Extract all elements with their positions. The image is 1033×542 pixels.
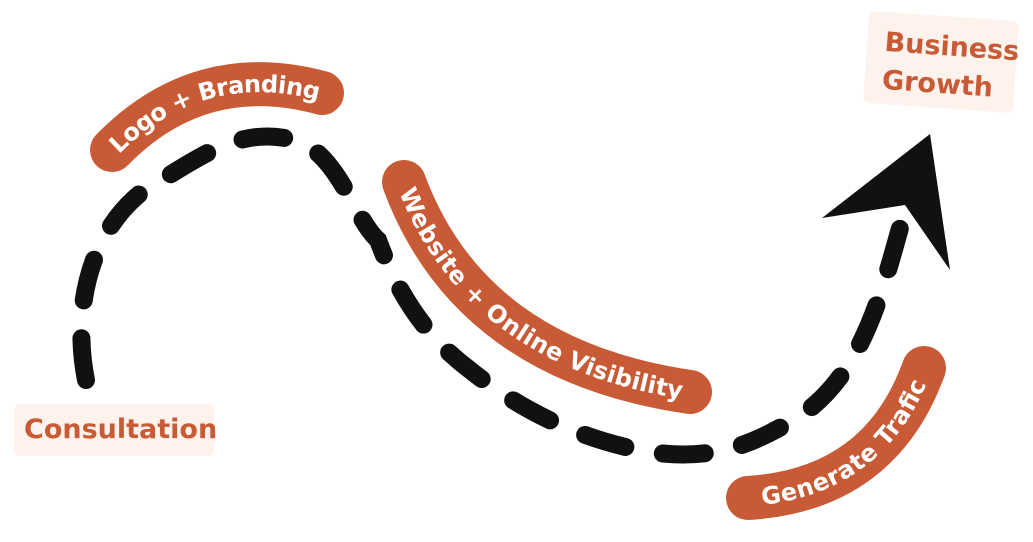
consultation-label: Consultation: [24, 414, 218, 445]
generate-traffic-band: [726, 346, 946, 520]
website-visibility-band: [382, 160, 712, 414]
logo-branding-textpath: Logo + Branding: [104, 70, 323, 159]
journey-dashed-path: [72, 127, 909, 464]
logo-branding-label: Logo + Branding: [104, 70, 323, 159]
logo-branding-band: [90, 62, 344, 172]
arrow-head-icon: [822, 134, 950, 270]
consultation-label-bg: [14, 404, 214, 456]
